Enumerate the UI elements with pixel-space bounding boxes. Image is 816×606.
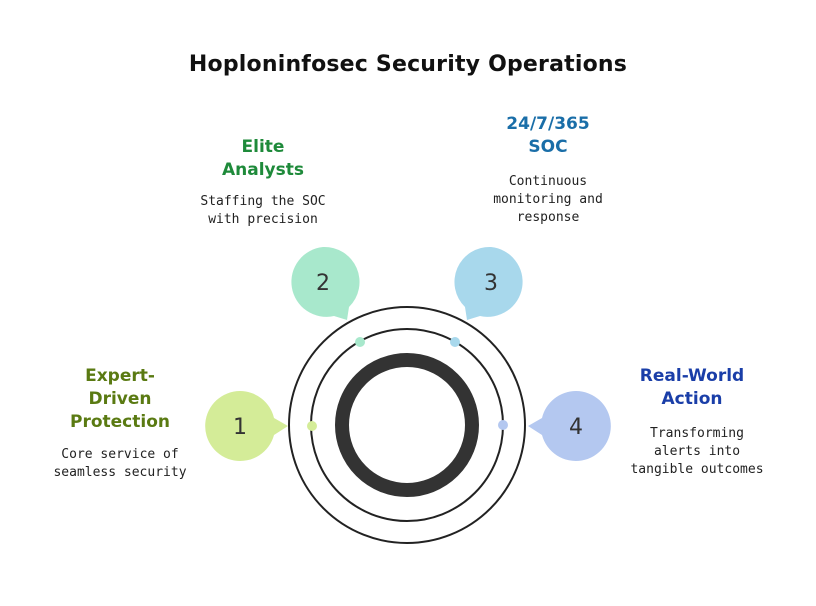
step-number-4: 4 (569, 415, 583, 440)
dot-1 (307, 421, 317, 431)
dot-2 (355, 337, 365, 347)
step-number-3: 3 (484, 271, 498, 296)
step-heading-1: Expert- Driven Protection (70, 366, 170, 432)
step-description-1: Core service of seamless security (53, 447, 187, 480)
step-heading-3: 24/7/365 SOC (506, 114, 590, 157)
step-number-2: 2 (316, 271, 330, 296)
step-heading-4: Real-World Action (639, 366, 745, 409)
step-description-2: Staffing the SOC with precision (200, 194, 326, 227)
core-ring (335, 353, 479, 497)
page-title: Hoploninfosec Security Operations (188, 52, 628, 77)
outer-ring (288, 306, 526, 544)
step-badge-3: 3 (454, 246, 523, 320)
step-description-4: Transforming alerts into tangible outcom… (630, 426, 764, 477)
step-number-1: 1 (233, 415, 247, 440)
step-heading-2: Elite Analysts (221, 137, 304, 180)
dot-4 (498, 420, 508, 430)
step-badge-2: 2 (291, 246, 360, 320)
step-badge-1: 1 (205, 391, 288, 461)
dot-3 (450, 337, 460, 347)
step-description-3: Continuous monitoring and response (493, 174, 603, 225)
step-badge-4: 4 (528, 391, 611, 461)
